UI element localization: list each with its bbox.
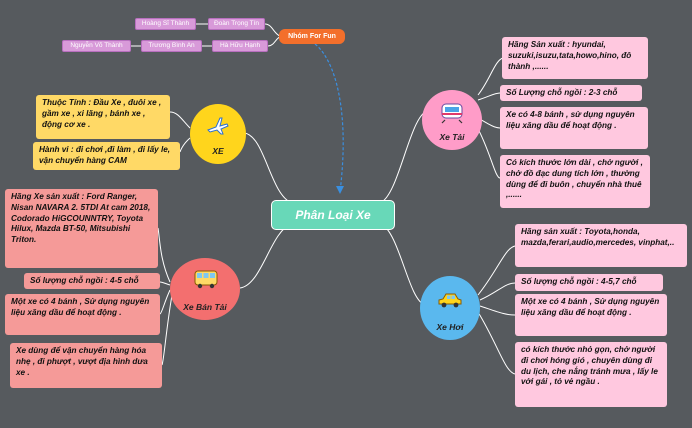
detail-node[interactable]: Một xe có 4 bánh , Sử dụng nguyên liệu x…: [515, 294, 667, 336]
airplane-icon: [207, 117, 229, 135]
detail-node[interactable]: Có kích thước lớn dài , chở người , chở …: [500, 155, 650, 208]
team-badge[interactable]: Nhóm For Fun: [279, 29, 345, 44]
detail-node[interactable]: Số lượng chỗ ngồi : 4-5,7 chỗ: [515, 274, 663, 291]
bus-icon: [194, 270, 218, 289]
team-member-node[interactable]: Nguyễn Võ Thành: [62, 40, 131, 52]
detail-node[interactable]: Hành vi : đi chơi ,đi làm , đi lấy le, v…: [33, 142, 180, 170]
detail-node[interactable]: Một xe có 4 bánh , Sử dụng nguyên liệu x…: [5, 294, 160, 335]
team-member-node[interactable]: Trương Bình An: [141, 40, 202, 52]
detail-node[interactable]: Xe có 4-8 bánh , sử dụng nguyên liệu xăn…: [500, 107, 648, 149]
branch-xe-ban-tai[interactable]: Xe Bán Tải: [170, 258, 240, 320]
branch-xe-hoi[interactable]: Xe Hơi: [420, 276, 480, 340]
car-icon: [438, 293, 462, 308]
central-topic[interactable]: Phân Loại Xe: [271, 200, 395, 230]
detail-node[interactable]: Thuộc Tính : Đầu Xe , đuôi xe , gầm xe ,…: [36, 95, 170, 139]
team-member-node[interactable]: Hà Hữu Hạnh: [212, 40, 268, 52]
detail-node[interactable]: có kích thước nhỏ gọn, chở người đi chơi…: [515, 342, 667, 407]
branch-xe[interactable]: XE: [190, 104, 246, 164]
branch-xe-tai[interactable]: Xe Tải: [422, 90, 482, 150]
detail-node[interactable]: Hãng Sản xuất : hyundai, suzuki,isuzu,ta…: [502, 37, 648, 79]
train-icon: [441, 103, 463, 124]
detail-node[interactable]: Xe dùng để vận chuyển hàng hóa nhẹ , đi …: [10, 343, 162, 388]
detail-node[interactable]: Hãng Xe sản xuất : Ford Ranger, Nisan NA…: [5, 189, 158, 268]
branch-label: Xe Tải: [439, 132, 465, 142]
team-member-node[interactable]: Hoàng Sĩ Thành: [135, 18, 196, 30]
detail-node[interactable]: Số Lượng chỗ ngồi : 2-3 chỗ: [500, 85, 642, 101]
detail-node[interactable]: Số lượng chỗ ngồi : 4-5 chỗ: [24, 273, 160, 289]
team-member-node[interactable]: Đoàn Trọng Tín: [208, 18, 265, 30]
branch-label: Xe Hơi: [436, 322, 464, 332]
branch-label: Xe Bán Tải: [183, 302, 227, 312]
branch-label: XE: [212, 146, 224, 156]
detail-node[interactable]: Hãng sản xuất : Toyota,honda, mazda,fera…: [515, 224, 687, 267]
